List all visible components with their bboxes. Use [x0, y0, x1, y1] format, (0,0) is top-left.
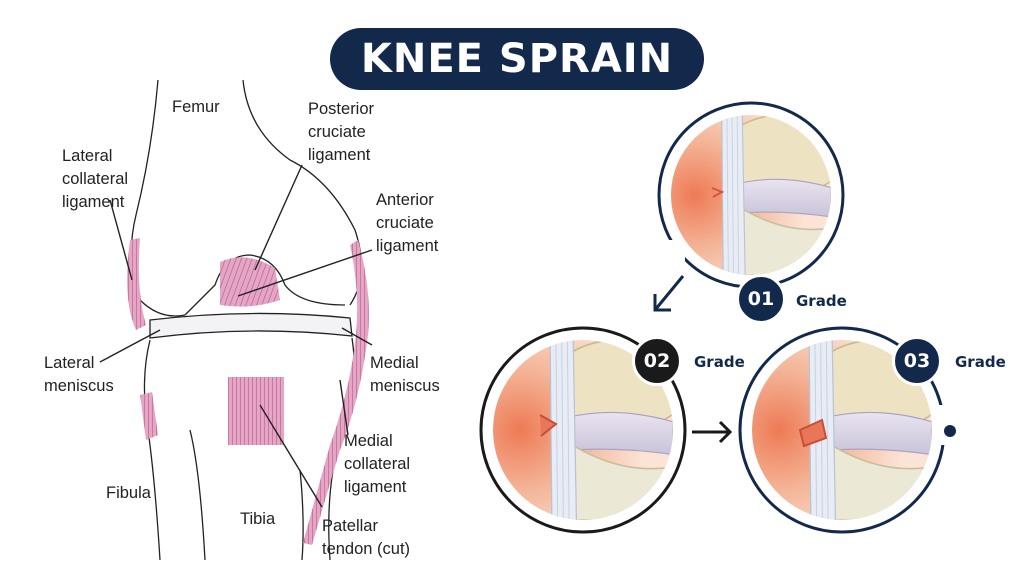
- grade-01-image: [671, 115, 831, 275]
- label-line: cruciate: [376, 214, 434, 232]
- label-line: Anterior: [376, 191, 434, 209]
- grade-02-badge: 02: [632, 336, 682, 386]
- grade-02-label: Grade: [694, 353, 745, 371]
- label-medial-meniscus: Medial meniscus: [370, 352, 440, 398]
- grade-03-label: Grade: [955, 353, 1006, 371]
- grade-01-number: 01: [747, 288, 775, 310]
- label-line: ligament: [344, 478, 407, 496]
- page-title: KNEE SPRAIN: [360, 36, 674, 82]
- arrow-02-to-03: [692, 420, 733, 444]
- medial-collateral-ligament-shape: [303, 240, 369, 545]
- label-line: Lateral: [44, 354, 95, 372]
- label-line: collateral: [62, 170, 129, 188]
- label-line: meniscus: [370, 377, 440, 395]
- label-posterior-cruciate: Posterior cruciate ligament: [308, 98, 374, 167]
- label-line: meniscus: [44, 377, 114, 395]
- grade-02-ring: [479, 326, 687, 534]
- label-lateral-collateral: Lateral collateral ligament: [62, 145, 128, 214]
- title-banner: KNEE SPRAIN: [330, 28, 704, 90]
- label-fibula: Fibula: [106, 484, 151, 502]
- leader-lines: [99, 164, 373, 508]
- label-femur: Femur: [172, 98, 220, 116]
- grade-01-label: Grade: [796, 292, 847, 310]
- grade-03-number: 03: [903, 350, 931, 372]
- lateral-collateral-ligament-shape: [127, 238, 146, 330]
- arrow-01-to-02: [653, 275, 685, 312]
- label-line: ligament: [62, 193, 125, 211]
- label-line: ligament: [376, 237, 439, 255]
- grade-02-number: 02: [643, 350, 671, 372]
- label-tibia: Tibia: [240, 510, 276, 528]
- label-line: Lateral: [62, 147, 113, 165]
- label-line: tendon (cut): [322, 540, 411, 558]
- label-line: collateral: [344, 455, 411, 473]
- label-line: Posterior: [308, 100, 375, 118]
- grade-03-end-dot: [944, 425, 956, 437]
- label-lateral-meniscus: Lateral meniscus: [44, 352, 114, 398]
- grade-02-image: [493, 340, 673, 520]
- label-patellar-tendon: Patellar tendon (cut): [322, 515, 410, 561]
- label-medial-collateral: Medial collateral ligament: [344, 430, 410, 499]
- grade-03-image: [752, 340, 932, 520]
- label-line: cruciate: [308, 123, 366, 141]
- grade-01-badge: 01: [736, 274, 786, 324]
- label-anterior-cruciate: Anterior cruciate ligament: [376, 189, 438, 258]
- label-line: Patellar: [322, 517, 378, 535]
- cruciate-ligaments-shape: [220, 257, 280, 307]
- grade-03-badge: 03: [892, 336, 942, 386]
- label-line: Medial: [344, 432, 393, 450]
- patellar-tendon-shape: [228, 377, 284, 445]
- label-line: ligament: [308, 146, 371, 164]
- lateral-ligament-lower-shape: [140, 392, 158, 440]
- label-line: Medial: [370, 354, 419, 372]
